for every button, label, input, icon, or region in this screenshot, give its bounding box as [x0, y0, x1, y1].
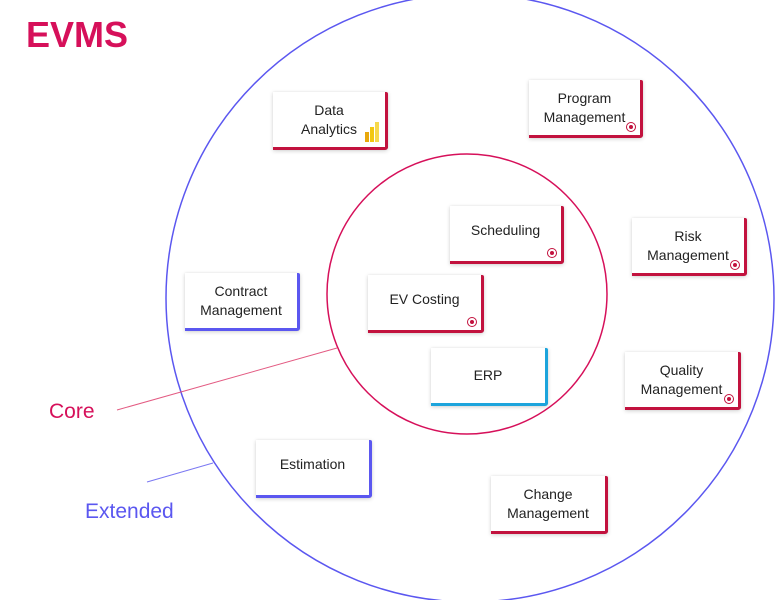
extended-ring-label: Extended [85, 500, 174, 523]
node-estimation: Estimation [256, 440, 372, 498]
node-erp: ERP [431, 348, 548, 406]
node-label: EV Costing [389, 291, 460, 307]
extended-leader-line [146, 462, 214, 483]
node-label: Risk Management [647, 227, 729, 263]
node-scheduling: Scheduling [450, 206, 564, 264]
target-icon [724, 394, 734, 404]
target-icon [730, 260, 740, 270]
node-label: Contract Management [200, 282, 282, 318]
node-change-management: Change Management [491, 476, 608, 534]
target-icon [467, 317, 477, 327]
node-program-management: Program Management [529, 80, 643, 138]
node-label: Change Management [507, 485, 589, 521]
node-label: ERP [473, 367, 503, 383]
node-label: Quality Management [640, 361, 723, 397]
core-ring-label: Core [49, 400, 95, 423]
powerbi-chart-icon [365, 122, 379, 142]
extended-ring [165, 0, 775, 600]
target-icon [547, 248, 557, 258]
node-data-analytics: Data Analytics [273, 92, 388, 150]
page-title: EVMS [26, 14, 129, 55]
node-label: Program Management [543, 89, 626, 125]
node-contract-management: Contract Management [185, 273, 300, 331]
node-ev-costing: EV Costing [368, 275, 484, 333]
core-leader-line [116, 347, 338, 411]
node-label: Estimation [279, 456, 346, 472]
core-ring [326, 153, 608, 435]
node-label: Scheduling [470, 222, 541, 238]
target-icon [626, 122, 636, 132]
node-quality-management: Quality Management [625, 352, 741, 410]
node-label: Data Analytics [300, 101, 358, 137]
node-risk-management: Risk Management [632, 218, 747, 276]
